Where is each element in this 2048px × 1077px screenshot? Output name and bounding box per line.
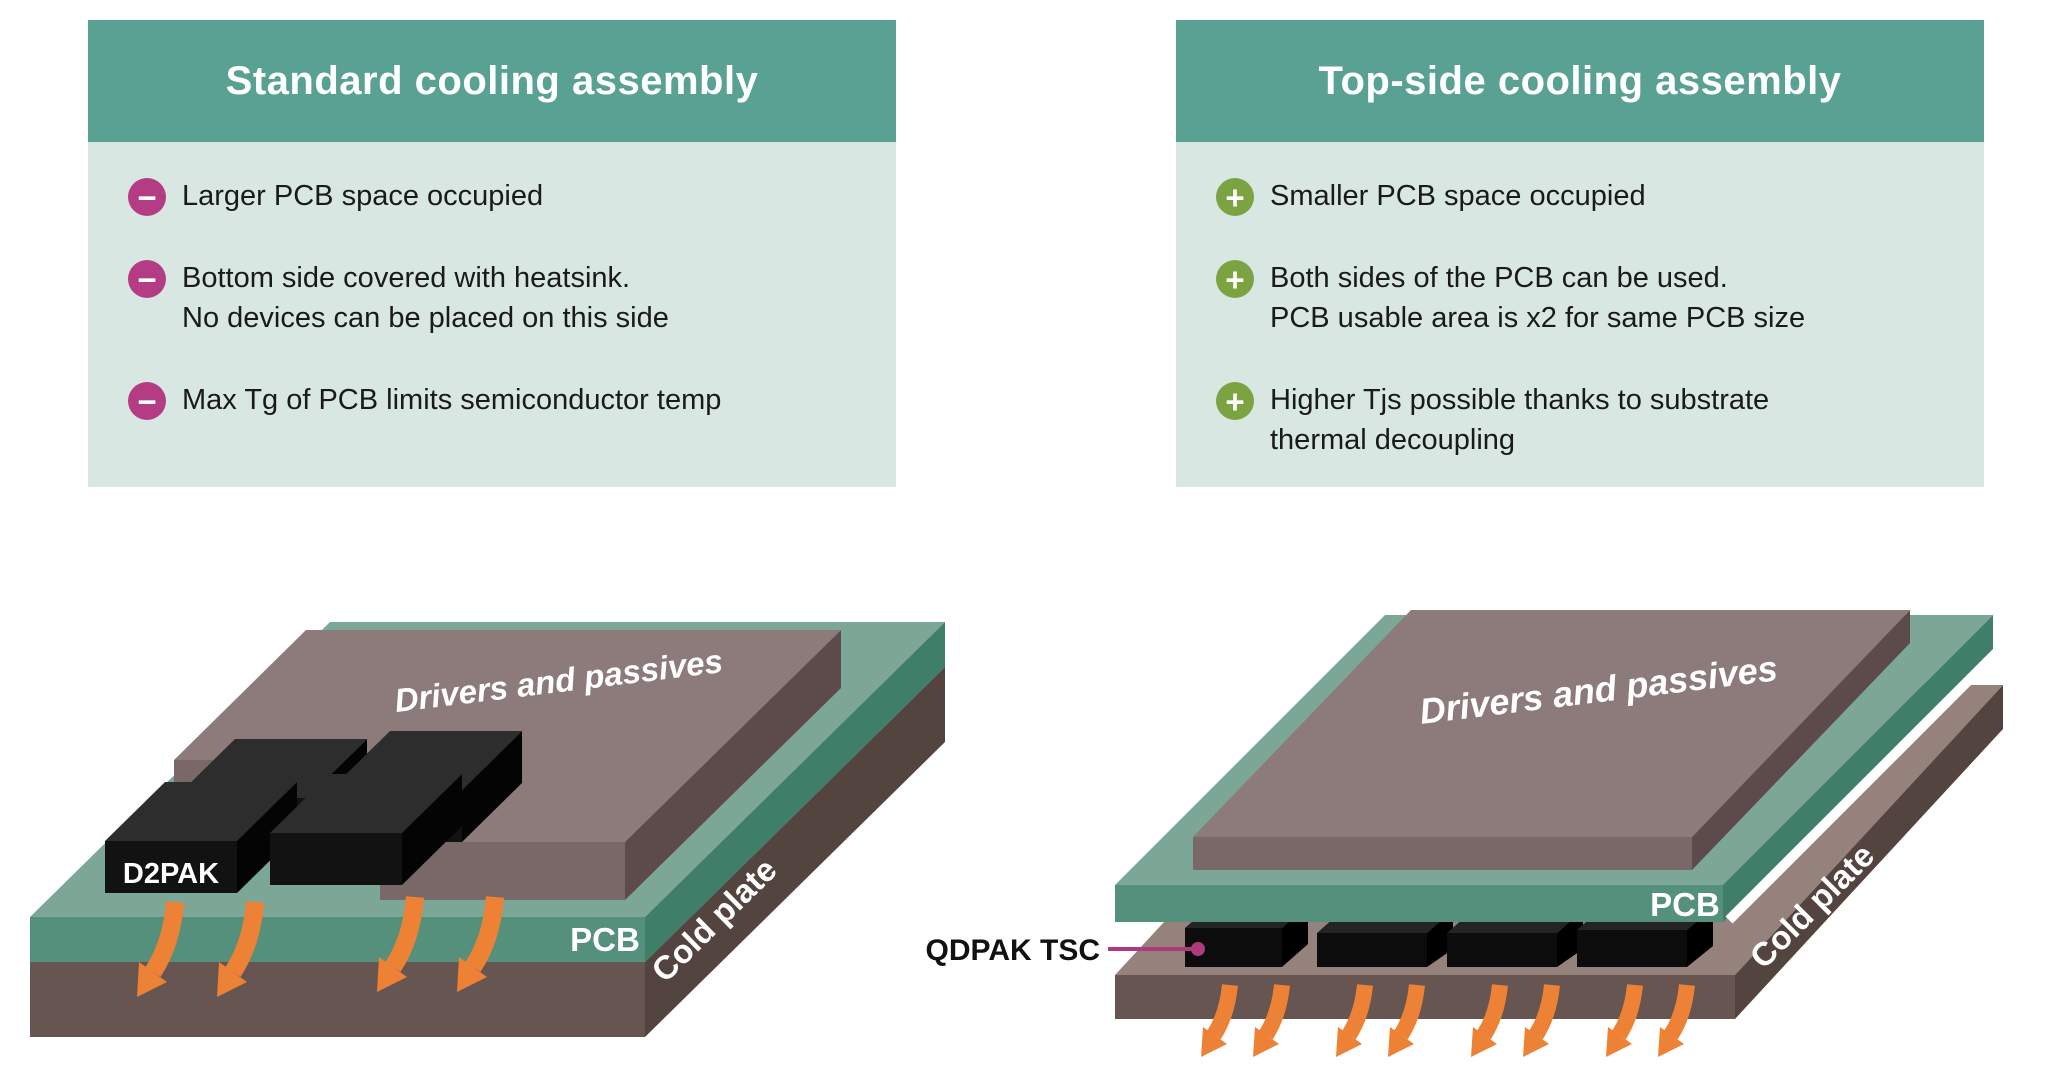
drivers-block-top-face <box>1193 610 1910 837</box>
topside-cooling-panel: Top-side cooling assembly + Smaller PCB … <box>1176 20 1984 487</box>
bullet-text: Max Tg of PCB limits semiconductor temp <box>182 380 721 420</box>
bullet-line: PCB usable area is x2 for same PCB size <box>1270 302 1806 334</box>
d2pak-label: D2PAK <box>123 858 219 890</box>
minus-icon: − <box>128 382 166 420</box>
bullet-text: Bottom side covered with heatsink. No de… <box>182 258 669 338</box>
bullet-line: Larger PCB space occupied <box>182 180 544 212</box>
drivers-block-side-face <box>1692 610 1910 870</box>
bullet-text: Smaller PCB space occupied <box>1270 176 1646 216</box>
list-item: + Smaller PCB space occupied <box>1216 176 1948 216</box>
bullet-text: Both sides of the PCB can be used. PCB u… <box>1270 258 1805 338</box>
plus-icon: + <box>1216 178 1254 216</box>
standard-cooling-header: Standard cooling assembly <box>88 20 896 142</box>
cold-plate-side-face <box>645 667 945 1037</box>
pcb-side-face <box>1723 615 1993 922</box>
callout-dot <box>1191 942 1205 956</box>
bullet-line: thermal decoupling <box>1270 424 1516 456</box>
topside-cooling-body: + Smaller PCB space occupied + Both side… <box>1176 142 1984 487</box>
bullet-line: Max Tg of PCB limits semiconductor temp <box>182 384 722 416</box>
cold-plate-front-face <box>30 962 645 1037</box>
pcb-label: PCB <box>570 921 640 958</box>
list-item: − Max Tg of PCB limits semiconductor tem… <box>128 380 860 420</box>
list-item: + Both sides of the PCB can be used. PCB… <box>1216 258 1948 338</box>
air-gap <box>1725 647 2002 924</box>
standard-cooling-body: − Larger PCB space occupied − Bottom sid… <box>88 142 896 487</box>
minus-icon: − <box>128 178 166 216</box>
d2pak-package <box>270 774 462 885</box>
qdpak-tsc-label: QDPAK TSC <box>926 934 1100 967</box>
pcb-label: PCB <box>1650 886 1720 923</box>
plus-icon: + <box>1216 382 1254 420</box>
qdpak-package <box>1447 910 1583 967</box>
bullet-line: No devices can be placed on this side <box>182 302 669 334</box>
pcb-side-face <box>645 622 945 962</box>
drivers-block-front-right <box>380 842 625 900</box>
pcb-front-face <box>1115 885 1723 922</box>
bullet-text: Higher Tjs possible thanks to substrate … <box>1270 380 1769 460</box>
bullet-line: Smaller PCB space occupied <box>1270 180 1646 212</box>
standard-cooling-title: Standard cooling assembly <box>225 58 759 103</box>
bullet-line: Both sides of the PCB can be used. <box>1270 262 1728 294</box>
drivers-block-front-face <box>1193 837 1692 870</box>
d2pak-package <box>105 782 297 893</box>
standard-cooling-panel: Standard cooling assembly − Larger PCB s… <box>88 20 896 487</box>
pcb-front-face <box>30 917 645 962</box>
bullet-line: Bottom side covered with heatsink. <box>182 262 631 294</box>
bullet-text: Larger PCB space occupied <box>182 176 543 216</box>
topside-cooling-diagram: QDPAK TSC Drivers and passives PCB Cold … <box>926 610 2003 1077</box>
cold-plate-side-face <box>1735 685 2003 1019</box>
topside-cooling-title: Top-side cooling assembly <box>1318 58 1842 103</box>
topside-cooling-header: Top-side cooling assembly <box>1176 20 1984 142</box>
cold-plate-front-face <box>1115 975 1735 1019</box>
standard-cooling-diagram: Drivers and passives D2PAK PCB Cold plat… <box>30 622 945 1037</box>
list-item: − Bottom side covered with heatsink. No … <box>128 258 860 338</box>
bullet-line: Higher Tjs possible thanks to substrate <box>1270 384 1770 416</box>
minus-icon: − <box>128 260 166 298</box>
list-item: + Higher Tjs possible thanks to substrat… <box>1216 380 1948 460</box>
list-item: − Larger PCB space occupied <box>128 176 860 216</box>
drivers-block-right-side <box>625 630 841 900</box>
plus-icon: + <box>1216 260 1254 298</box>
